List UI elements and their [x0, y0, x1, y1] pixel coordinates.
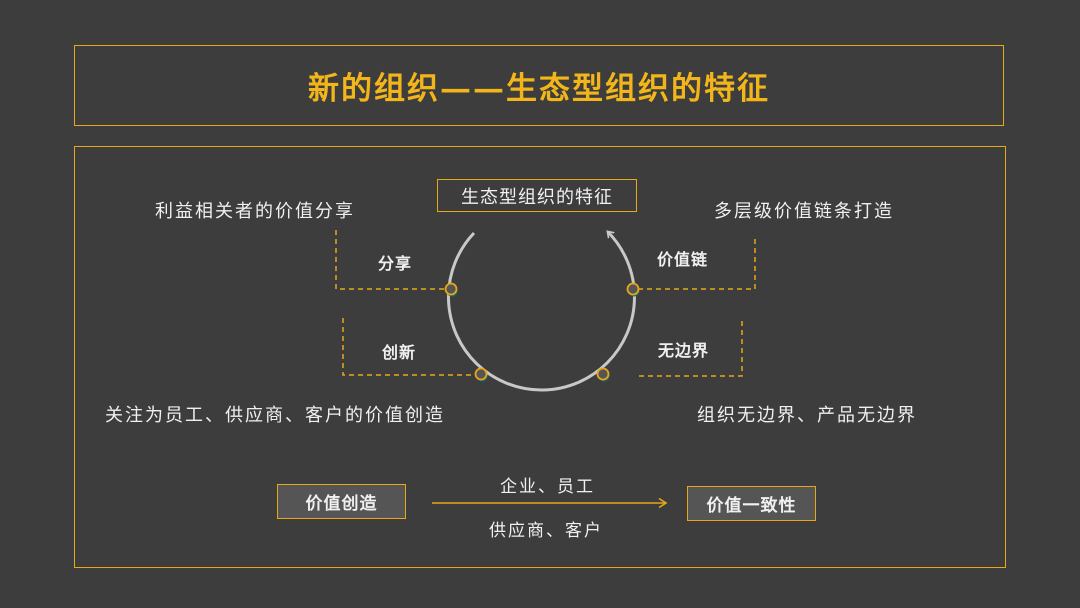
boundaryless-description: 组织无边界、产品无边界	[697, 405, 917, 426]
share-label: 分享	[378, 254, 413, 273]
innovation-connector	[342, 318, 476, 376]
value-chain-connector	[638, 237, 756, 290]
center-label-text: 生态型组织的特征	[461, 186, 613, 208]
share-connector	[335, 230, 446, 290]
value-consistency-box: 价值一致性	[687, 486, 816, 521]
value-chain-description: 多层级价值链条打造	[714, 201, 894, 222]
value-creation-box: 价值创造	[277, 484, 406, 519]
cycle-arc	[446, 232, 636, 392]
value-creation-text: 价值创造	[305, 494, 378, 514]
center-label: 生态型组织的特征	[437, 179, 637, 212]
node-dots	[444, 282, 640, 382]
title-frame: 新的组织——生态型组织的特征	[74, 45, 1004, 126]
boundaryless-connector	[639, 321, 743, 377]
value-chain-label: 价值链	[657, 250, 709, 269]
boundaryless-label: 无边界	[658, 341, 710, 360]
value-consistency-text: 价值一致性	[706, 496, 797, 516]
arrow-top-label: 企业、员工	[500, 477, 595, 497]
page-title: 新的组织——生态型组织的特征	[308, 71, 770, 107]
arrow-bottom-label: 供应商、客户	[489, 521, 603, 541]
diagram-frame	[74, 146, 1006, 568]
share-description: 利益相关者的价值分享	[155, 201, 355, 222]
innovation-description: 关注为员工、供应商、客户的价值创造	[105, 405, 445, 426]
innovation-label: 创新	[382, 343, 417, 362]
